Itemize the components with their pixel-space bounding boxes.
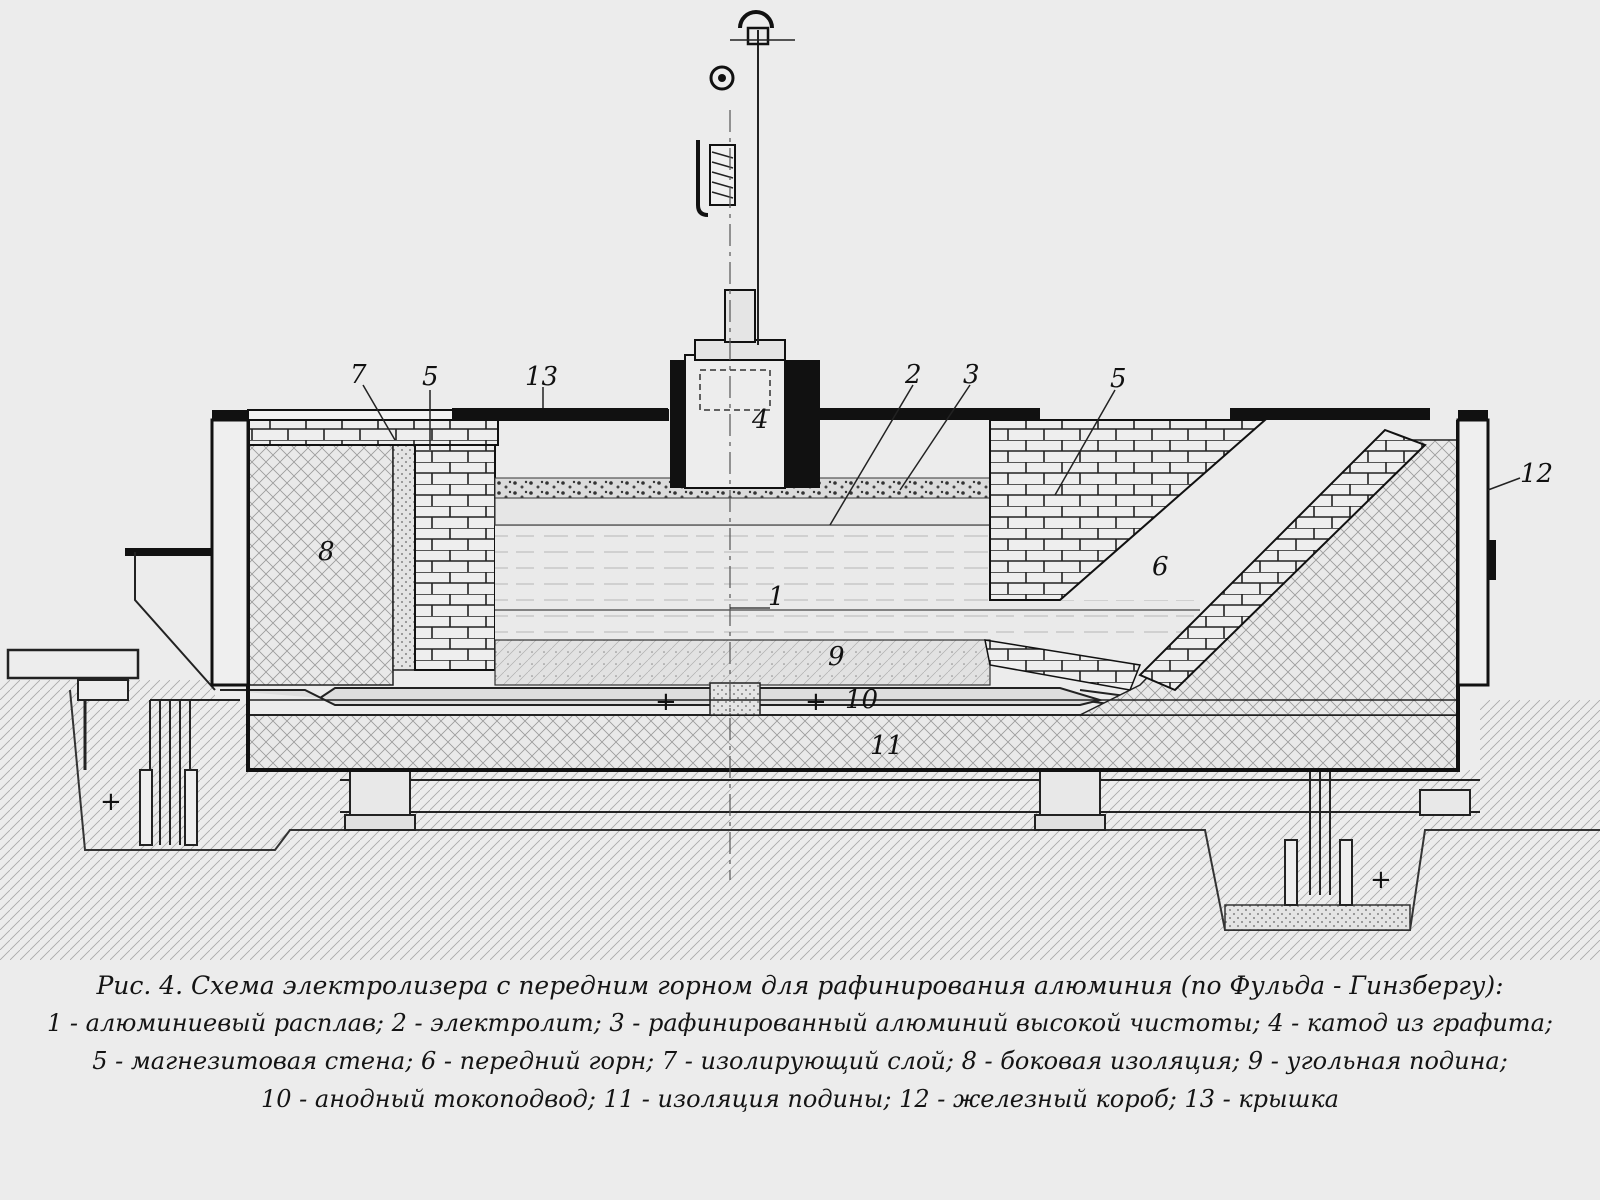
electrolyte	[494, 494, 991, 526]
magnesite-wall-left	[414, 419, 496, 671]
side-insulation-left	[247, 439, 394, 686]
iron-casing	[210, 410, 1496, 772]
molten-aluminium	[495, 525, 990, 640]
polarity-signs: + + + +	[100, 687, 1392, 895]
plus-sign-hearth-left: +	[655, 687, 677, 717]
legend-item: 3 - рафинированный алюминий высокой чист…	[609, 1009, 1261, 1037]
legend-item: 2 - электролит;	[391, 1009, 602, 1037]
callout-6: 6	[1152, 552, 1169, 582]
legend-item: 1 - алюминиевый расплав;	[47, 1009, 385, 1037]
lids	[247, 408, 1430, 421]
graphite-cathode	[670, 289, 820, 489]
foundation	[0, 680, 1600, 960]
bottom-insulation	[247, 714, 1459, 771]
callout-7: 7	[350, 360, 367, 390]
callout-11: 11	[870, 731, 903, 761]
sloped-brick-wall	[1138, 428, 1427, 692]
molten-aluminium-forehearth	[990, 600, 1200, 640]
figure-caption: Рис. 4. Схема электролизера с передним г…	[0, 968, 1600, 1200]
forehearth	[989, 419, 1268, 601]
legend-item: 9 - угольная подина;	[1247, 1047, 1508, 1075]
legend-item: 5 - магнезитовая стена;	[92, 1047, 414, 1075]
electrolyzer-diagram: 1 2 3 4 5 5 6 7 8 9 10 11 12 13 + + + +	[0, 10, 1600, 960]
suspension-assembly	[696, 10, 795, 345]
insulating-layer	[392, 439, 416, 671]
callout-4: 4	[751, 405, 769, 435]
callout-8: 8	[318, 537, 335, 567]
plus-sign-right-lead: +	[1370, 865, 1392, 895]
callout-3: 3	[963, 360, 980, 390]
leader-lines	[362, 384, 1521, 526]
anode-current-lead	[220, 682, 1458, 716]
legend-item: 11 - изоляция подины;	[603, 1085, 892, 1113]
callout-5-right: 5	[1110, 364, 1127, 394]
callout-9: 9	[828, 642, 845, 672]
legend-item: 4 - катод из графита;	[1268, 1009, 1553, 1037]
callout-10: 10	[845, 685, 878, 715]
callout-1: 1	[768, 582, 785, 612]
caption-legend: 1 - алюминиевый расплав; 2 - электролит;…	[8, 1004, 1592, 1118]
plus-sign-hearth-right: +	[805, 687, 827, 717]
legend-item: 8 - боковая изоляция;	[961, 1047, 1241, 1075]
carbon-hearth	[494, 639, 991, 686]
legend-item: 7 - изолирующий слой;	[661, 1047, 954, 1075]
left-busbar	[139, 699, 240, 846]
legend-item: 6 - передний горн;	[420, 1047, 655, 1075]
callout-2: 2	[904, 360, 922, 390]
cell-supports	[340, 769, 1480, 831]
plus-sign-left-lead: +	[100, 787, 122, 817]
top-brick-row	[247, 419, 499, 446]
left-bracket	[6, 548, 245, 770]
caption-title: Рис. 4. Схема электролизера с передним г…	[96, 971, 1504, 1000]
callout-13: 13	[525, 362, 558, 392]
callout-12: 12	[1520, 459, 1553, 489]
callout-5-left: 5	[422, 362, 439, 392]
legend-item: 13 - крышка	[1184, 1085, 1339, 1113]
legend-item: 10 - анодный токоподвод;	[261, 1085, 596, 1113]
callout-labels: 1 2 3 4 5 5 6 7 8 9 10 11 12 13	[318, 360, 1553, 761]
legend-item: 12 - железный короб;	[899, 1085, 1177, 1113]
